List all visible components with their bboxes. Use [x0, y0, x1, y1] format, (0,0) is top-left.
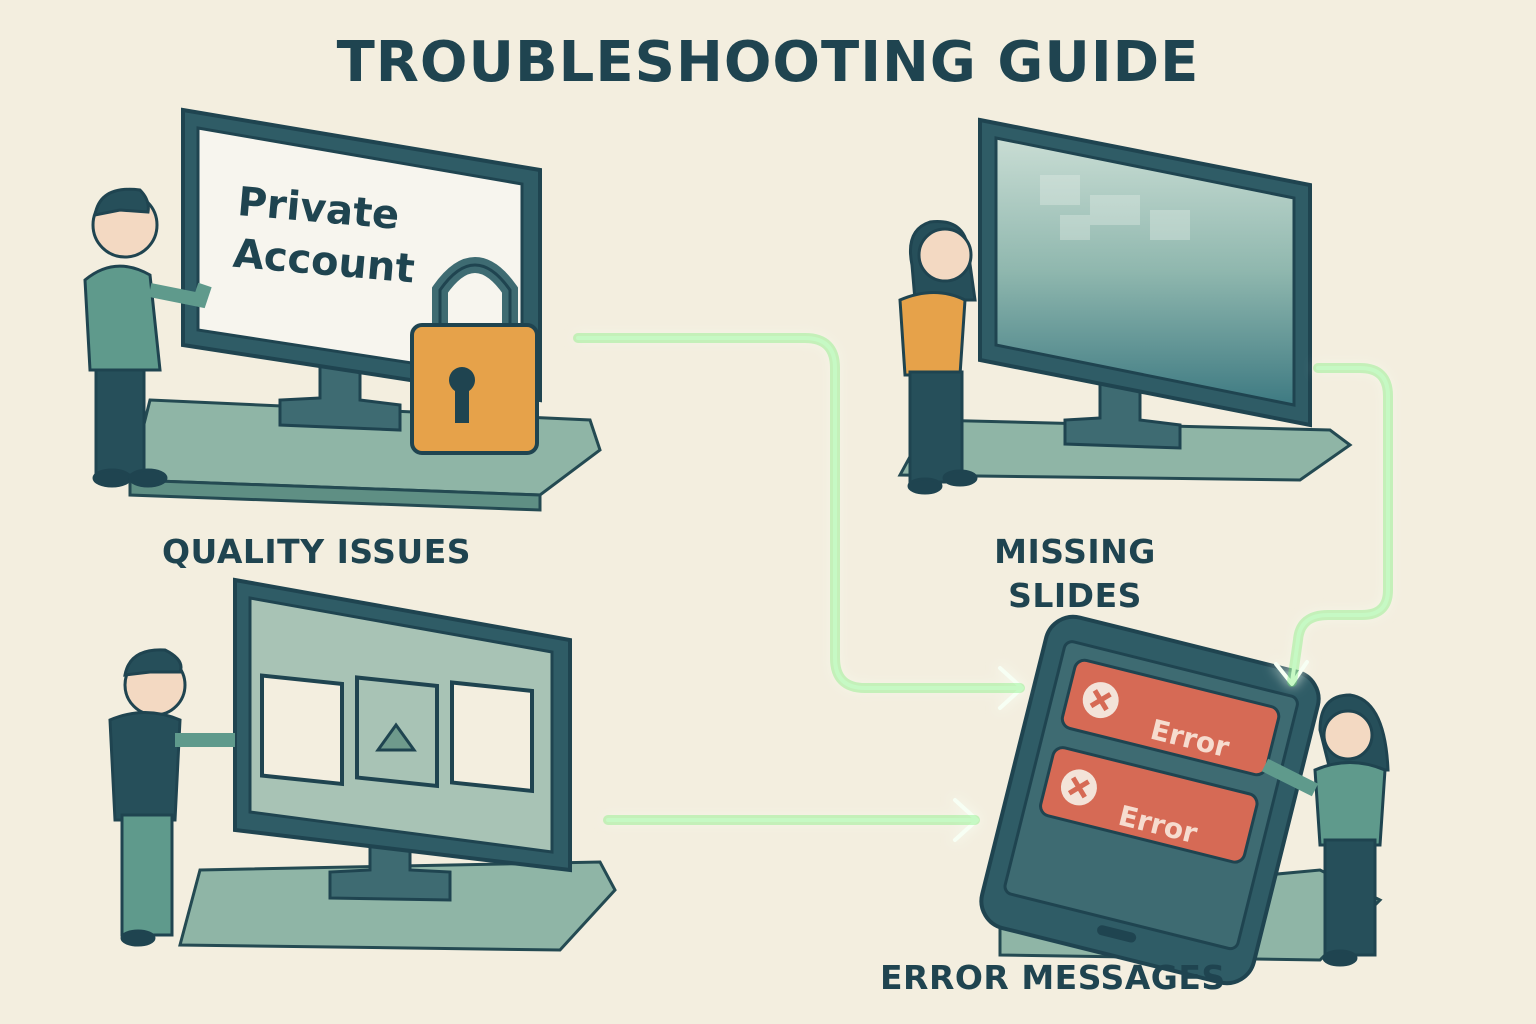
missing-slides-panel	[897, 117, 1353, 495]
error-x-icon	[1082, 682, 1119, 719]
caption-missing-slides: MISSING SLIDES	[990, 530, 1160, 618]
desk-platform	[897, 418, 1353, 482]
arrow-connector	[576, 336, 1390, 842]
pixelated-screen	[994, 136, 1296, 407]
error-banner-1	[1060, 658, 1281, 777]
private-account-panel	[83, 107, 602, 512]
person-thinking	[898, 220, 978, 495]
person-pointing-tablet	[1261, 693, 1390, 967]
private-account-screen-text: Private Account	[231, 176, 449, 298]
caption-error-messages: ERROR MESSAGES	[880, 958, 1226, 997]
page-title: TROUBLESHOOTING GUIDE	[336, 30, 1200, 95]
caption-line: MISSING	[994, 532, 1156, 571]
caption-line: SLIDES	[1008, 576, 1142, 615]
error-x-icon	[1060, 769, 1097, 806]
tablet-home-button	[1097, 925, 1137, 943]
play-triangle-icon	[375, 722, 417, 752]
pixel-blocks	[1040, 175, 1190, 240]
padlock-icon	[410, 257, 539, 455]
person-touching-screen	[108, 648, 235, 947]
error-messages-panel	[979, 614, 1390, 986]
person-pointing	[83, 187, 212, 488]
slides-panel	[108, 577, 617, 952]
slide-thumbnail	[450, 680, 534, 794]
slide-thumbnail	[260, 673, 344, 787]
caption-quality-issues: QUALITY ISSUES	[162, 532, 472, 571]
error-banner-2	[1039, 746, 1259, 864]
